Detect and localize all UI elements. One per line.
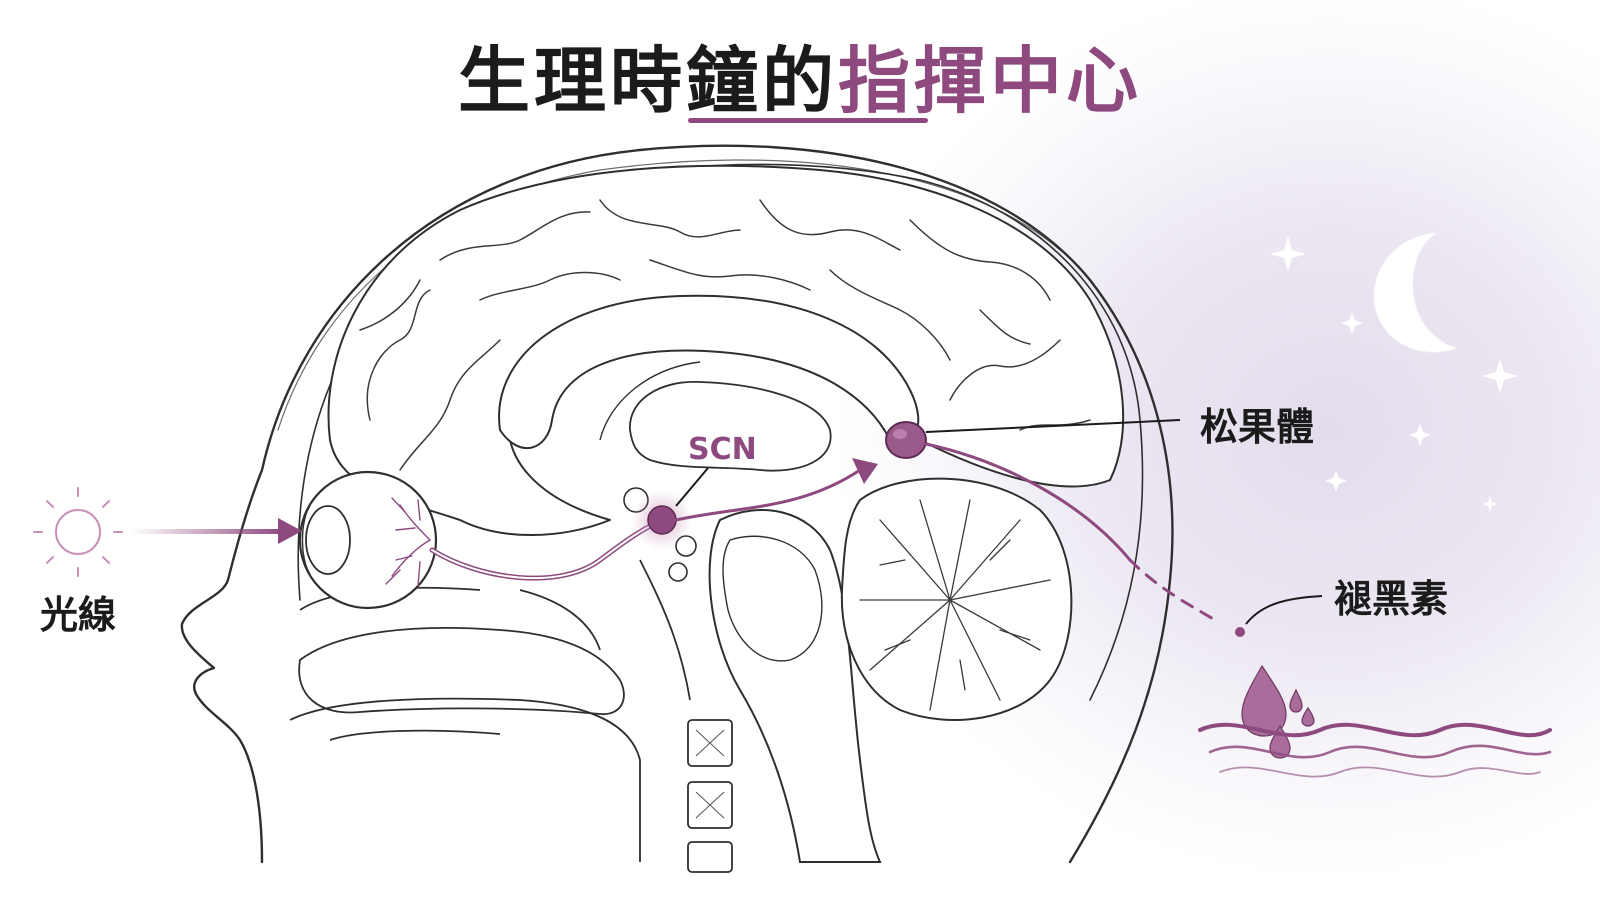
scn-node (647, 505, 677, 535)
label-pineal-gland: 松果體 (1200, 405, 1315, 449)
label-light: 光線 (40, 593, 117, 637)
light-arrow-shaft (132, 529, 282, 534)
pineal-leader-line (925, 419, 1181, 433)
wave-icon (1198, 722, 1552, 778)
label-scn: SCN (688, 432, 757, 467)
melatonin-path (924, 442, 1132, 562)
cerebellum (840, 477, 1073, 721)
scn-leader-line (675, 467, 709, 507)
title-accent: 指揮中心 (838, 39, 1143, 123)
spine-detail (695, 729, 725, 819)
title-main: 生理時鐘的 (457, 39, 838, 123)
pons (722, 535, 823, 662)
retina-vessels (385, 497, 431, 587)
pineal-gland (885, 421, 927, 459)
brainstem (708, 509, 882, 863)
title-underline (688, 118, 928, 123)
arrow-icon (278, 518, 302, 544)
page-title: 生理時鐘的指揮中心 (0, 22, 1600, 127)
fornix (599, 361, 701, 441)
moon-icon (1373, 231, 1460, 353)
label-melatonin: 褪黑素 (1334, 577, 1449, 621)
melatonin-path-dashed (1128, 558, 1217, 622)
eye (298, 470, 438, 610)
scn-to-pineal-path (674, 468, 862, 522)
arrow-icon (852, 458, 878, 484)
thalamus (629, 381, 832, 472)
skull-outer (180, 144, 1174, 864)
melatonin-leader-line (1245, 595, 1323, 625)
star-icon (1270, 236, 1518, 512)
scalp-line (277, 159, 1061, 431)
sun-icon (33, 487, 123, 577)
droplet-icon (1241, 664, 1315, 759)
